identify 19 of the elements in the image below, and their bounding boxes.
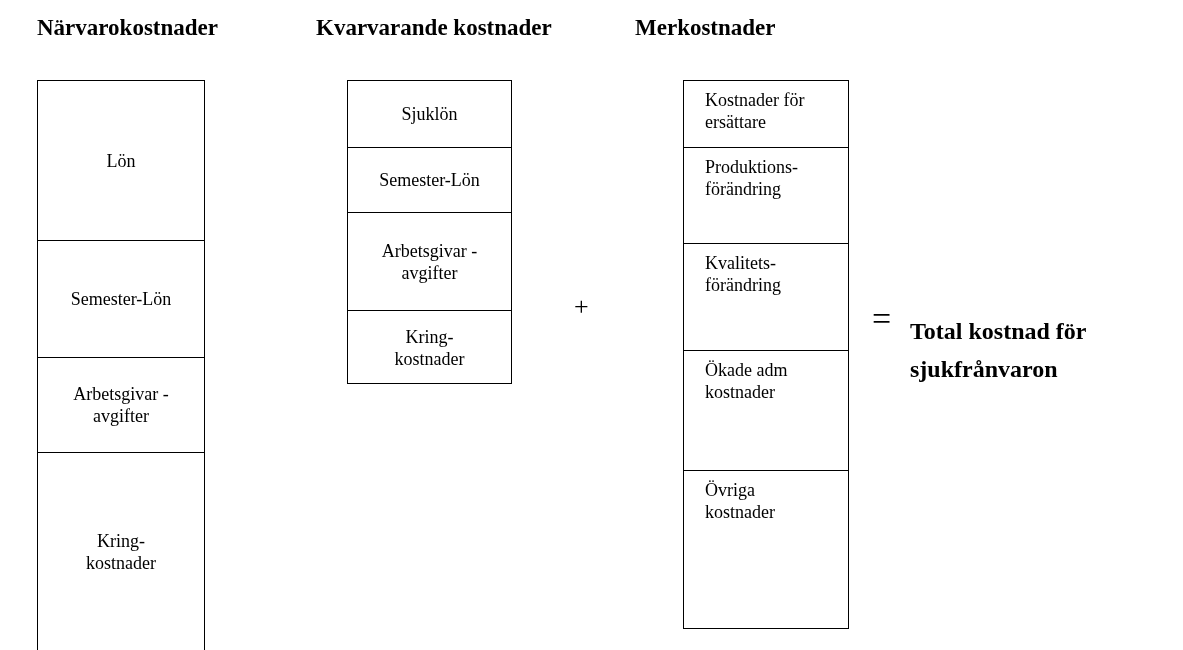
segment-label: Kring-kostnader — [393, 326, 466, 370]
column-heading: Merkostnader — [635, 15, 776, 41]
segment-label: Kvalitets-förändring — [705, 252, 782, 296]
segment-label: Semester-Lön — [379, 169, 480, 191]
segment-label: Lön — [106, 149, 136, 172]
segment-label: Semester-Lön — [70, 288, 172, 310]
segment-label: Sjuklön — [401, 103, 458, 125]
segment-label: Övriga kostnader — [705, 479, 776, 523]
segment-label: Produktions-förändring — [705, 156, 799, 200]
segment-label: Kostnader för ersättare — [705, 89, 806, 133]
plus-sign: + — [574, 292, 589, 322]
segment-label: Ökade adm kostnader — [705, 359, 789, 403]
column-heading: Kvarvarande kostnader — [316, 15, 552, 41]
column-heading: Närvarokostnader — [37, 15, 218, 41]
segment-label: Arbetsgivar -avgifter — [380, 239, 479, 284]
equals-sign: = — [872, 300, 892, 338]
result-label: Total kostnad för sjukfrånvaron — [910, 317, 1088, 384]
segment-label: Kring-kostnader — [85, 530, 157, 574]
segment-label: Arbetsgivar -avgifter — [72, 383, 170, 427]
